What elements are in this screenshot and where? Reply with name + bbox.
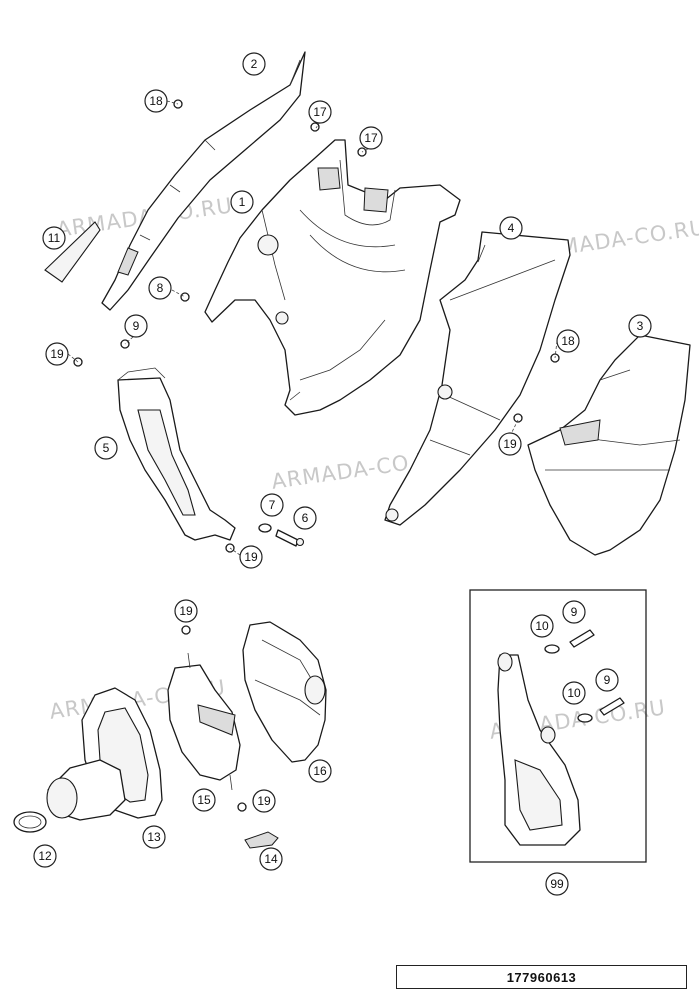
callout-8: 8 xyxy=(148,276,172,300)
part-16-filter-shell xyxy=(242,621,327,763)
callout-11: 11 xyxy=(42,226,66,250)
callout-13: 13 xyxy=(142,825,166,849)
callout-9: 9 xyxy=(595,668,619,692)
part-3-side-panel xyxy=(527,334,691,556)
callout-10: 10 xyxy=(562,681,586,705)
part-2-side-strip xyxy=(101,51,306,311)
callout-2: 2 xyxy=(242,52,266,76)
callout-6: 6 xyxy=(293,506,317,530)
svg-text:8: 8 xyxy=(157,281,164,295)
svg-text:12: 12 xyxy=(38,849,52,863)
fasteners xyxy=(73,99,560,812)
callout-3: 3 xyxy=(628,314,652,338)
callout-19: 19 xyxy=(174,599,198,623)
callout-14: 14 xyxy=(259,847,283,871)
callout-19: 19 xyxy=(498,432,522,456)
callout-9: 9 xyxy=(124,314,148,338)
callout-19: 19 xyxy=(239,545,263,569)
part-1-airbox-cover xyxy=(204,139,461,416)
part-12-hose-clamp xyxy=(13,811,47,833)
part-11-small-panel xyxy=(44,221,101,283)
svg-text:5: 5 xyxy=(103,441,110,455)
callout-16: 16 xyxy=(308,759,332,783)
svg-text:10: 10 xyxy=(535,619,549,633)
callout-1: 1 xyxy=(230,190,254,214)
reference-number-box: 177960613 xyxy=(396,965,687,989)
svg-text:18: 18 xyxy=(149,94,163,108)
callout-10: 10 xyxy=(530,614,554,638)
svg-text:16: 16 xyxy=(313,764,327,778)
callout-9: 9 xyxy=(562,600,586,624)
part-15-filter-cage xyxy=(167,652,241,791)
callout-15: 15 xyxy=(192,788,216,812)
svg-text:15: 15 xyxy=(197,793,211,807)
svg-text:18: 18 xyxy=(561,334,575,348)
callout-4: 4 xyxy=(499,216,523,240)
svg-text:19: 19 xyxy=(244,550,258,564)
svg-text:11: 11 xyxy=(48,231,61,245)
svg-text:4: 4 xyxy=(508,221,515,235)
svg-text:9: 9 xyxy=(571,605,578,619)
intake-tube xyxy=(46,759,126,821)
callout-18: 18 xyxy=(144,89,168,113)
svg-text:19: 19 xyxy=(503,437,517,451)
callout-7: 7 xyxy=(260,493,284,517)
svg-text:17: 17 xyxy=(364,131,378,145)
callout-12: 12 xyxy=(33,844,57,868)
svg-text:19: 19 xyxy=(179,604,193,618)
svg-text:7: 7 xyxy=(269,498,276,512)
callout-5: 5 xyxy=(94,436,118,460)
part-4-side-cover xyxy=(384,231,571,526)
svg-text:13: 13 xyxy=(147,830,161,844)
part-5-filter-holder xyxy=(117,367,236,541)
svg-text:99: 99 xyxy=(550,877,564,891)
part-6-screw xyxy=(275,529,305,547)
svg-text:3: 3 xyxy=(637,319,644,333)
part-14-clip xyxy=(244,831,279,849)
svg-text:1: 1 xyxy=(239,195,246,209)
callout-17: 17 xyxy=(359,126,383,150)
svg-text:9: 9 xyxy=(133,319,140,333)
svg-text:2: 2 xyxy=(251,57,258,71)
callout-18: 18 xyxy=(556,329,580,353)
callout-19: 19 xyxy=(252,789,276,813)
part-7-washer xyxy=(258,523,272,533)
callout-17: 17 xyxy=(308,100,332,124)
part-99-kit-box xyxy=(469,589,647,863)
svg-text:10: 10 xyxy=(567,686,581,700)
callout-99: 99 xyxy=(545,872,569,896)
svg-text:19: 19 xyxy=(50,347,64,361)
svg-text:17: 17 xyxy=(313,105,327,119)
svg-text:14: 14 xyxy=(264,852,278,866)
callout-19: 19 xyxy=(45,342,69,366)
svg-text:19: 19 xyxy=(257,794,271,808)
svg-text:9: 9 xyxy=(604,673,611,687)
reference-number: 177960613 xyxy=(506,969,577,985)
svg-text:6: 6 xyxy=(302,511,309,525)
